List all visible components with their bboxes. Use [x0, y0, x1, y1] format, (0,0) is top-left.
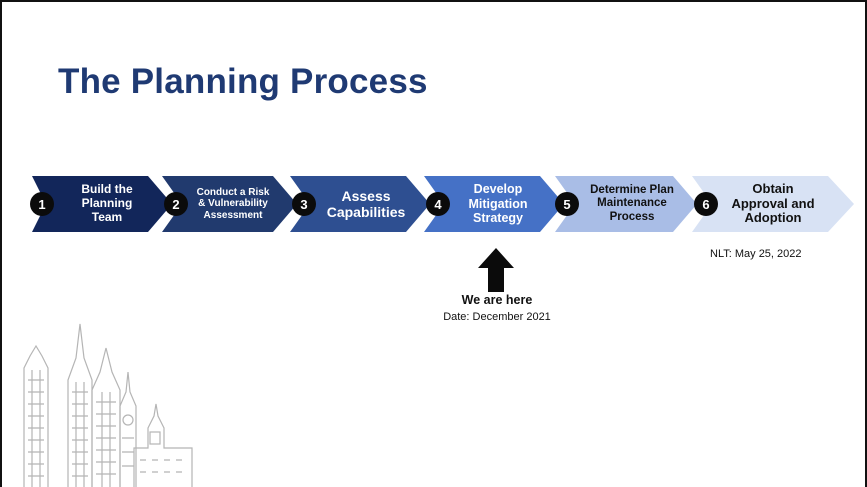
slide-title: The Planning Process	[58, 62, 428, 101]
current-date-label: Date: December 2021	[443, 311, 551, 323]
step-2-label: Conduct a Risk & Vulnerability Assessmen…	[196, 186, 270, 221]
step-6-label: Obtain Approval and Adoption	[731, 180, 815, 226]
step-5-number: 5	[555, 192, 579, 216]
step-1-chevron: 1 Build the Planning Team	[30, 176, 172, 232]
step-6-chevron: 6 Obtain Approval and Adoption	[692, 176, 854, 232]
step-2-chevron: 2 Conduct a Risk & Vulnerability Assessm…	[162, 176, 297, 232]
step-5-shape	[555, 176, 697, 232]
step-2-number: 2	[164, 192, 188, 216]
step-3-number: 3	[292, 192, 316, 216]
step-4-label: Develop Mitigation Strategy	[468, 182, 528, 226]
step-4-shape	[424, 176, 564, 232]
step-4-number: 4	[426, 192, 450, 216]
step-6-shape	[692, 176, 854, 232]
step-1-number: 1	[30, 192, 54, 216]
step-5-label: Determine Plan Maintenance Process	[590, 184, 674, 223]
deadline-text: NLT: May 25, 2022	[710, 248, 802, 260]
up-arrow-icon	[478, 248, 514, 292]
step-3-label: Assess Capabilities	[326, 187, 406, 220]
step-4-chevron: 4 Develop Mitigation Strategy	[424, 176, 564, 232]
step-3-chevron: 3 Assess Capabilities	[290, 176, 430, 232]
step-5-chevron: 5 Determine Plan Maintenance Process	[555, 176, 697, 232]
step-3-shape	[290, 176, 430, 232]
city-skyline-icon	[23, 323, 193, 487]
step-1-shape	[32, 176, 172, 232]
step-6-number: 6	[694, 192, 718, 216]
step-2-shape	[162, 176, 297, 232]
step-1-label: Build the Planning Team	[81, 182, 133, 224]
current-position-label: We are here	[461, 293, 533, 307]
